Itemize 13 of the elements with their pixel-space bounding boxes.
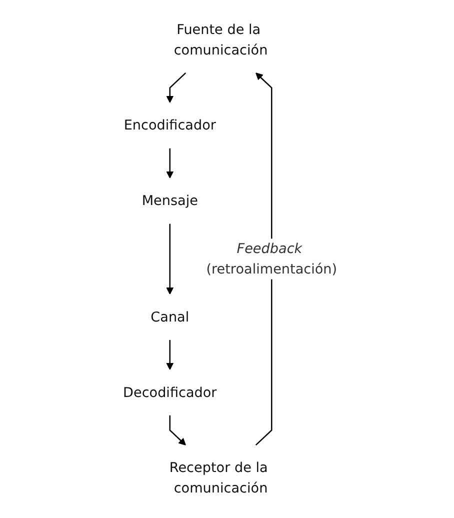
node-text: Canal [150, 308, 190, 325]
edge-label: Feedback (retroalimentación) [206, 240, 338, 277]
node-text: Receptor de la comunicación [169, 460, 268, 496]
arrow [166, 340, 174, 370]
node-text: Fuente de la comunicación [174, 21, 268, 58]
arrow [166, 224, 174, 295]
arrow [166, 72, 186, 103]
node-text: Mensaje [142, 192, 198, 209]
arrow [255, 72, 272, 446]
arrow [166, 148, 174, 178]
arrow [169, 415, 186, 446]
node-text: Decodificador [123, 384, 217, 400]
node-text: Encodificador [124, 116, 216, 134]
